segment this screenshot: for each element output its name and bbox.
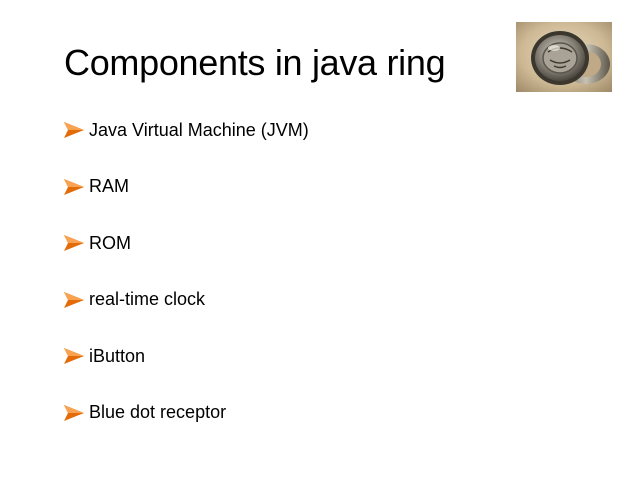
list-item: ROM [62,227,309,259]
bullet-text: iButton [89,345,146,366]
orange-arrowhead-bullet-icon [64,348,84,364]
java-ring-photo [516,22,612,92]
orange-arrowhead-bullet-icon [64,291,84,308]
bullet-list: Java Virtual Machine (JVM) RAM ROM real-… [62,114,309,453]
orange-arrowhead-bullet-icon [64,404,84,421]
list-item: iButton [62,340,309,372]
orange-arrowhead-bullet-icon [64,122,84,138]
list-item: Java Virtual Machine (JVM) [62,114,309,146]
orange-arrowhead-bullet-icon [64,178,84,195]
bullet-text: RAM [89,176,129,196]
bullet-text: real-time clock [89,289,206,309]
list-item: Blue dot receptor [62,397,309,429]
orange-arrowhead-bullet-icon [64,235,84,251]
slide-title: Components in java ring [64,42,446,83]
bullet-text: ROM [89,232,131,253]
bullet-text: Blue dot receptor [89,402,227,422]
list-item: real-time clock [62,284,309,316]
bullet-text: Java Virtual Machine (JVM) [89,119,309,140]
list-item: RAM [62,171,309,203]
